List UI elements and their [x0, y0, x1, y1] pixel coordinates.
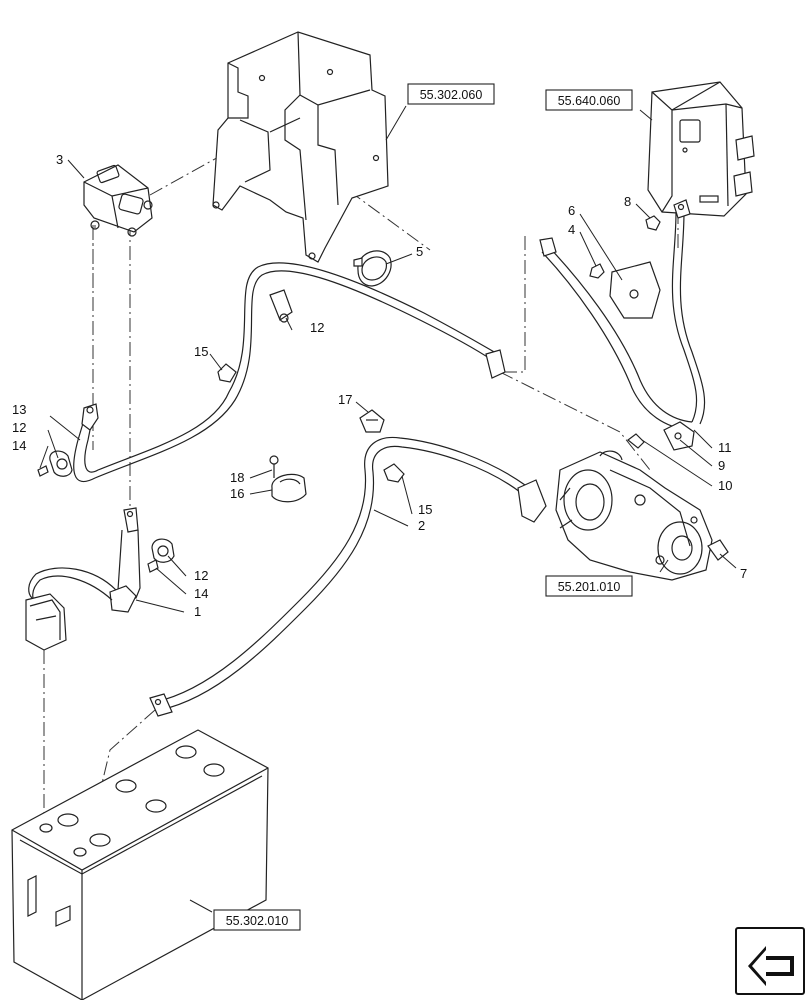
nut-4 [589, 263, 605, 279]
mounting-bracket [212, 31, 389, 263]
ref-starter-label: 55.201.010 [558, 580, 621, 594]
callout-3: 3 [56, 152, 63, 167]
nut-8 [645, 215, 661, 231]
callout-4: 4 [568, 222, 575, 237]
arrow-left-icon[interactable] [735, 927, 805, 995]
callout-13: 13 [12, 402, 26, 417]
ref-bracket-label: 55.302.060 [420, 88, 483, 102]
screw-10 [627, 433, 645, 449]
leader-lines [39, 105, 737, 913]
battery-cable [73, 262, 506, 483]
cable-tie-15b [383, 463, 405, 483]
callout-2: 2 [418, 518, 425, 533]
callout-10: 10 [718, 478, 732, 493]
callout-14-center: 14 [194, 586, 208, 601]
callout-7: 7 [740, 566, 747, 581]
cable-clip-center [147, 538, 175, 573]
ref-battery-55-302-010[interactable]: 55.302.010 [213, 909, 301, 931]
callout-6: 6 [568, 203, 575, 218]
electronic-module [647, 81, 755, 217]
cable-clip-16 [271, 473, 307, 503]
callout-15-right: 15 [418, 502, 432, 517]
callout-18: 18 [230, 470, 244, 485]
callout-17: 17 [338, 392, 352, 407]
callout-1: 1 [194, 604, 201, 619]
bracket-9 [663, 421, 695, 451]
cable-clip-17 [359, 409, 385, 433]
screw-18 [269, 455, 279, 478]
ref-battery-label: 55.302.010 [226, 914, 289, 928]
negative-cable [25, 507, 141, 651]
terminal-cover-6 [609, 261, 661, 319]
positive-cable [149, 436, 547, 717]
ref-module-label: 55.640.060 [558, 94, 621, 108]
callouts: 3 13 12 14 15 12 5 17 18 16 15 2 12 14 1… [12, 152, 747, 619]
terminal-cap-7 [707, 539, 729, 561]
callout-5: 5 [416, 244, 423, 259]
cable-tie-15a [217, 363, 237, 383]
relay-switch [83, 164, 153, 237]
battery-caps [39, 745, 225, 857]
callout-9: 9 [718, 458, 725, 473]
callout-12-left: 12 [12, 420, 26, 435]
callout-12-top: 12 [310, 320, 324, 335]
callout-15-left: 15 [194, 344, 208, 359]
callout-12-center: 12 [194, 568, 208, 583]
battery [11, 729, 269, 1000]
cable-clamp-5 [353, 250, 392, 287]
ref-starter-55-201-010[interactable]: 55.201.010 [545, 575, 633, 597]
ref-bracket-55-302-060[interactable]: 55.302.060 [407, 83, 495, 105]
callout-16: 16 [230, 486, 244, 501]
cable-clip-left [37, 450, 73, 477]
ref-module-55-640-060[interactable]: 55.640.060 [545, 89, 633, 111]
starter-motor [555, 450, 713, 581]
callout-14-left: 14 [12, 438, 26, 453]
callout-8: 8 [624, 194, 631, 209]
callout-11: 11 [718, 440, 732, 455]
module-cable [539, 199, 706, 431]
